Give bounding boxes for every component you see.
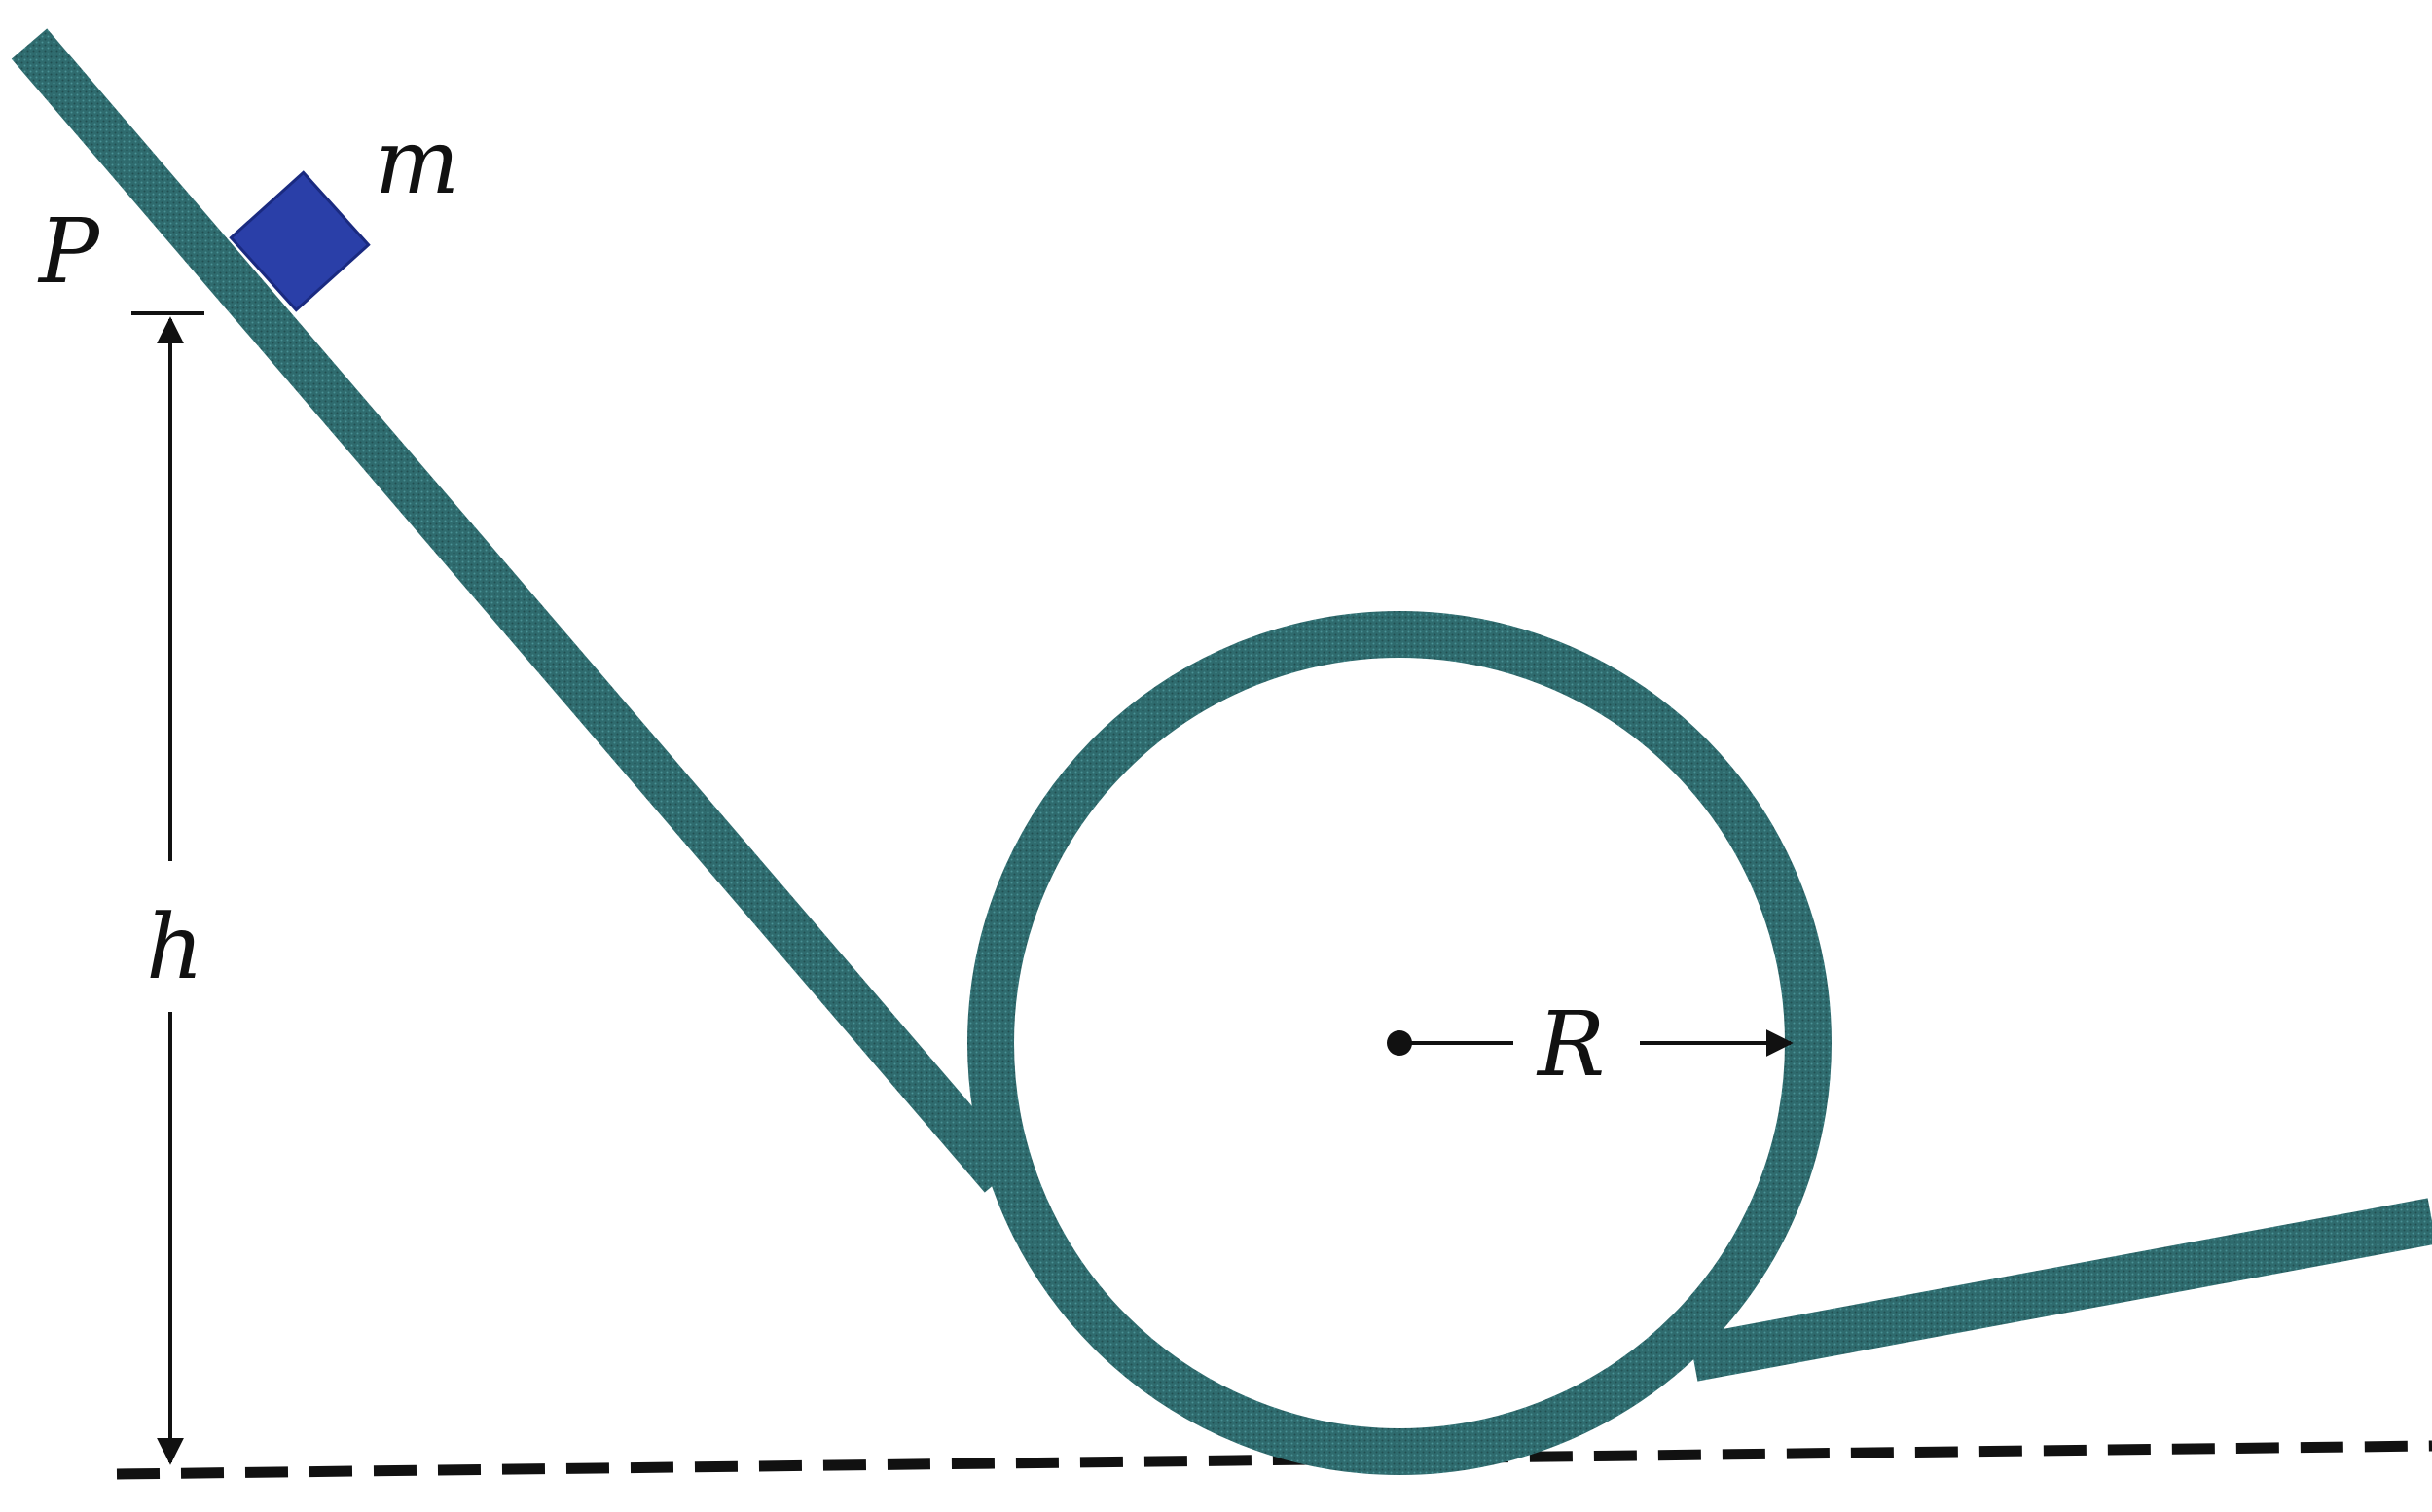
mass-label: m (375, 110, 459, 214)
incline-ramp (11, 28, 1021, 1193)
ground-dashed-line (116, 1440, 2432, 1480)
block-mass (229, 170, 371, 312)
loop-center-dot (1387, 1030, 1412, 1056)
point-label: P (37, 199, 101, 304)
height-label: h (146, 895, 203, 999)
radius-label: R (1536, 992, 1605, 1097)
loop-track (967, 611, 1832, 1475)
exit-ramp (1688, 1198, 2432, 1382)
